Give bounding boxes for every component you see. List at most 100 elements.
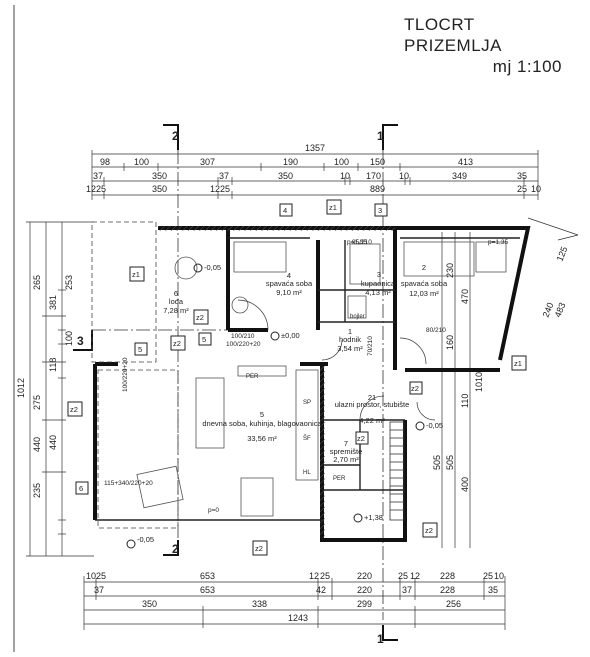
- top-dim: 37: [219, 171, 229, 181]
- bottom-dim: 228: [440, 571, 455, 581]
- bottom-dim: 25: [483, 571, 493, 581]
- loggia-outline: [91, 221, 157, 363]
- wall-hatch: [320, 366, 325, 538]
- top-dim: 35: [517, 171, 527, 181]
- top-dim: 37: [93, 171, 103, 181]
- tag-label: z2: [411, 384, 419, 393]
- bottom-dim: 10: [494, 571, 504, 581]
- room-name: ulazni prostor, stubište: [335, 400, 410, 409]
- tag-label: z2: [70, 405, 78, 414]
- opening-label: 115+340/220+20: [104, 480, 153, 487]
- top-dim: 12: [86, 184, 96, 194]
- room-area: 12,03 m²: [409, 289, 439, 298]
- left-dimension-texts: 1012 265 381 275 440 235 253 100 118 440: [16, 275, 74, 498]
- room-area: 2,70 m²: [333, 455, 359, 464]
- room-number: 3: [377, 270, 381, 279]
- top-dim: 12: [210, 184, 220, 194]
- section-line-1: [382, 124, 398, 641]
- room-labels: 4 spavaća soba 9,10 m² 2 spavaća soba 12…: [163, 263, 448, 464]
- plan-title: TLOCRT PRIZEMLJA: [404, 15, 503, 55]
- right-dim: 1010: [474, 372, 484, 392]
- bottom-dim: 256: [446, 599, 461, 609]
- bottom-dim: 35: [488, 585, 498, 595]
- tag-label: z2: [357, 434, 365, 443]
- tag-label: 6: [79, 484, 83, 493]
- bottom-dim: 42: [316, 585, 326, 595]
- exterior-walls: [93, 226, 531, 542]
- bottom-dim: 220: [357, 571, 372, 581]
- room-number: 21: [368, 393, 376, 402]
- room-area: 9,10 m²: [276, 288, 302, 297]
- bottom-dim: 10: [86, 571, 96, 581]
- right-dim: 470: [460, 289, 470, 304]
- top-dim: 349: [452, 171, 467, 181]
- top-dim: 150: [370, 157, 385, 167]
- left-dim: 440: [32, 437, 42, 452]
- wall-hatch: [158, 226, 395, 231]
- room-number: 6: [174, 289, 178, 298]
- tag-label: z1: [514, 359, 522, 368]
- section-line-2-top: [163, 124, 179, 556]
- top-dim: 350: [152, 184, 167, 194]
- bed: [233, 241, 287, 273]
- section-marker-2-top: 2: [172, 129, 179, 143]
- right-dimension-lines: [441, 217, 579, 548]
- room-name: spremište: [330, 447, 363, 456]
- right-dim: 400: [460, 477, 470, 492]
- left-dimension-lines: [26, 221, 94, 557]
- bottom-dim: 25: [398, 571, 408, 581]
- opening-label: p=0: [208, 507, 219, 514]
- staircase: [389, 421, 405, 521]
- section-line-3: [73, 329, 240, 351]
- level-value: ±0,00: [281, 331, 300, 340]
- opening-labels: 100/220+20 115+340/220+20 80/210 100/210…: [104, 239, 508, 514]
- level-value: -0,05: [204, 263, 221, 272]
- bottom-dim: 220: [357, 585, 372, 595]
- tag-label: 3: [378, 206, 382, 215]
- tag-label: z1: [132, 270, 140, 279]
- furniture: [136, 241, 507, 517]
- room-number: 1: [348, 327, 352, 336]
- top-dim: 10: [340, 171, 350, 181]
- left-dim: 253: [64, 275, 74, 290]
- opening-label: 100/220+20: [226, 341, 261, 348]
- left-dim: 381: [48, 295, 58, 310]
- door-swings: [237, 299, 436, 421]
- room-number: 7: [344, 439, 348, 448]
- section-marker-1-top: 1: [377, 129, 384, 143]
- top-total-dim: 1357: [305, 143, 325, 153]
- top-dim: 190: [283, 157, 298, 167]
- equipment-label: PER: [246, 374, 259, 380]
- top-dim: 170: [366, 171, 381, 181]
- bottom-dim: 653: [200, 571, 215, 581]
- top-dim: 98: [100, 157, 110, 167]
- tag-label: 4: [283, 206, 287, 215]
- opening-label: p=1,35: [488, 239, 508, 246]
- room-number: 2: [422, 263, 426, 272]
- bottom-dimension-texts: 10 25 653 12 25 220 25 12 228 25 10 37 6…: [86, 571, 504, 623]
- left-dim: 275: [32, 395, 42, 410]
- left-dim: 265: [32, 275, 42, 290]
- tag-label: z2: [425, 526, 433, 535]
- top-dim: 25: [517, 184, 527, 194]
- left-dim: 440: [48, 435, 58, 450]
- plan-title-block: TLOCRT PRIZEMLJA mj 1:100: [404, 14, 574, 77]
- top-dim: 889: [370, 184, 385, 194]
- opening-label: 80/210: [426, 327, 446, 334]
- room-area: 3,54 m²: [337, 344, 363, 353]
- right-dim: 483: [553, 301, 568, 319]
- left-dim: 100: [64, 331, 74, 346]
- room-area: 7,28 m²: [163, 306, 189, 315]
- bottom-dim: 653: [200, 585, 215, 595]
- level-value: +1,38: [364, 513, 383, 522]
- bottom-dim: 350: [142, 599, 157, 609]
- level-markers: -0,05 ±0,00 -0,05 +1,38 -0,05: [126, 263, 443, 549]
- room-number: 5: [260, 410, 264, 419]
- room-name: kupaonica: [361, 279, 396, 288]
- right-dim: 110: [460, 394, 470, 408]
- tag-label: 5: [202, 335, 206, 344]
- right-dim: 505: [445, 455, 455, 470]
- tag-label: z2: [255, 544, 263, 553]
- room-name: spavaća soba: [266, 279, 313, 288]
